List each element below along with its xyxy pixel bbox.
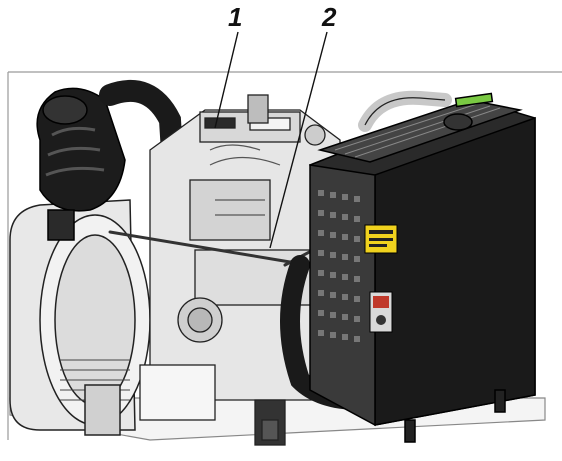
callout-2-leader — [269, 31, 328, 249]
warning-decal-icon — [364, 224, 398, 254]
callout-1-label: 1 — [228, 2, 243, 32]
callout-1-leader — [214, 31, 239, 129]
radiator-icon — [309, 92, 536, 443]
hot-surface-decal-icon — [369, 291, 393, 333]
callout-2-label: 2 — [322, 2, 337, 32]
air-filter-icon — [36, 87, 126, 241]
alternator — [9, 199, 151, 436]
